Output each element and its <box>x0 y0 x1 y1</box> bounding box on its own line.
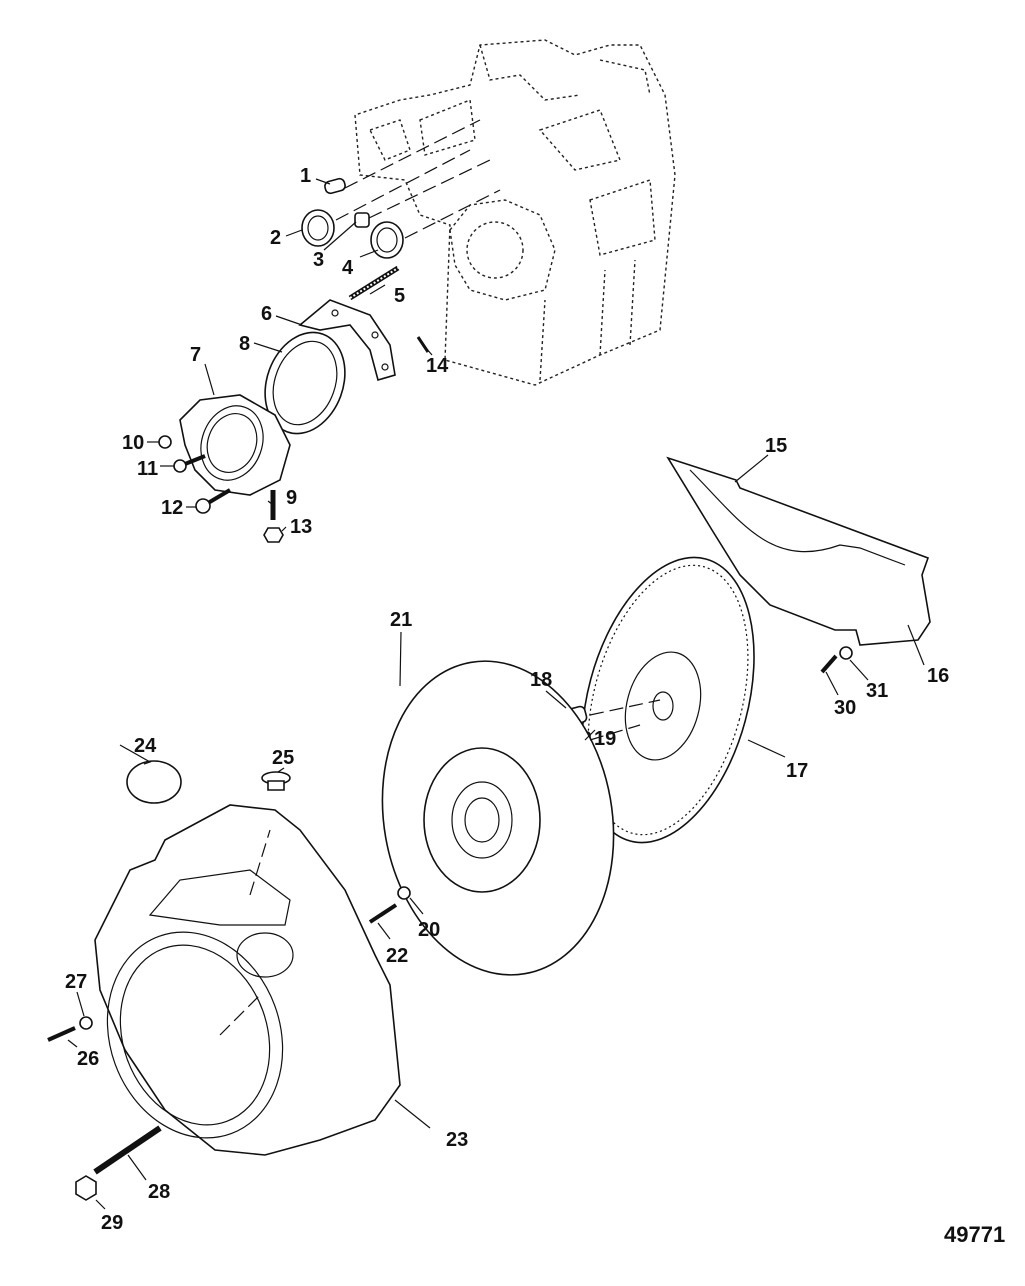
callout-15: 15 <box>765 435 787 457</box>
callout-29: 29 <box>101 1212 123 1234</box>
part-28-stud <box>93 1125 162 1175</box>
part-6-retainer <box>298 299 396 381</box>
part-11-bolt <box>173 454 206 473</box>
callout-11: 11 <box>137 458 158 480</box>
callout-1: 1 <box>300 165 311 187</box>
callout-28: 28 <box>148 1181 170 1203</box>
callout-31: 31 <box>866 680 888 702</box>
callout-30: 30 <box>834 697 856 719</box>
callout-4: 4 <box>342 257 354 279</box>
part-23-flywheel-housing <box>94 804 401 1156</box>
part-24-plug <box>126 760 182 804</box>
part-25-plug <box>261 771 291 791</box>
part-21-drive-plate <box>381 660 615 976</box>
callout-10: 10 <box>122 432 144 454</box>
part-30-bolt <box>820 654 838 674</box>
callout-25: 25 <box>272 747 294 769</box>
callout-22: 22 <box>386 945 408 967</box>
part-7-housing <box>179 394 291 496</box>
part-5-stud <box>348 265 400 301</box>
part-13-nut <box>263 527 284 543</box>
callout-13: 13 <box>290 516 312 538</box>
callout-23: 23 <box>446 1129 468 1151</box>
part-4-cap <box>370 221 404 259</box>
part-8-seal <box>264 331 346 435</box>
callout-labels: 1 2 3 4 5 6 7 8 9 10 11 12 13 14 15 16 1… <box>65 165 949 1234</box>
part-14-pin <box>416 336 430 353</box>
callout-26: 26 <box>77 1048 99 1070</box>
callout-19: 19 <box>594 728 616 750</box>
callout-27: 27 <box>65 971 87 993</box>
callout-12: 12 <box>161 497 183 519</box>
callout-9: 9 <box>286 487 297 509</box>
callout-14: 14 <box>426 355 449 377</box>
part-20-washer <box>397 886 411 900</box>
part-2-cap <box>301 209 335 247</box>
figure-number: 49771 <box>944 1222 1005 1247</box>
part-17-flywheel <box>581 556 755 844</box>
callout-21: 21 <box>390 609 412 631</box>
callout-24: 24 <box>134 735 157 757</box>
callout-6: 6 <box>261 303 272 325</box>
part-27-washer <box>79 1016 93 1030</box>
part-3-plug <box>354 212 370 228</box>
part-15-16-cover-plate <box>666 456 931 646</box>
callout-3: 3 <box>313 249 324 271</box>
leader-lines <box>67 178 925 1210</box>
part-31-washer <box>839 646 853 660</box>
callout-8: 8 <box>239 333 250 355</box>
engine-block-outline <box>354 39 676 386</box>
part-12-bolt <box>195 488 232 514</box>
part-29-nut <box>75 1175 97 1201</box>
callout-16: 16 <box>927 665 949 687</box>
part-22-bolt <box>368 903 398 924</box>
callout-2: 2 <box>270 227 281 249</box>
callout-5: 5 <box>394 285 405 307</box>
part-10-nut <box>158 435 172 449</box>
part-26-bolt <box>47 1026 76 1042</box>
callout-18: 18 <box>530 669 552 691</box>
part-1-dowel <box>324 177 346 195</box>
alignment-lines <box>219 119 661 1036</box>
callout-20: 20 <box>418 919 440 941</box>
callout-17: 17 <box>786 760 808 782</box>
callout-7: 7 <box>190 344 201 366</box>
